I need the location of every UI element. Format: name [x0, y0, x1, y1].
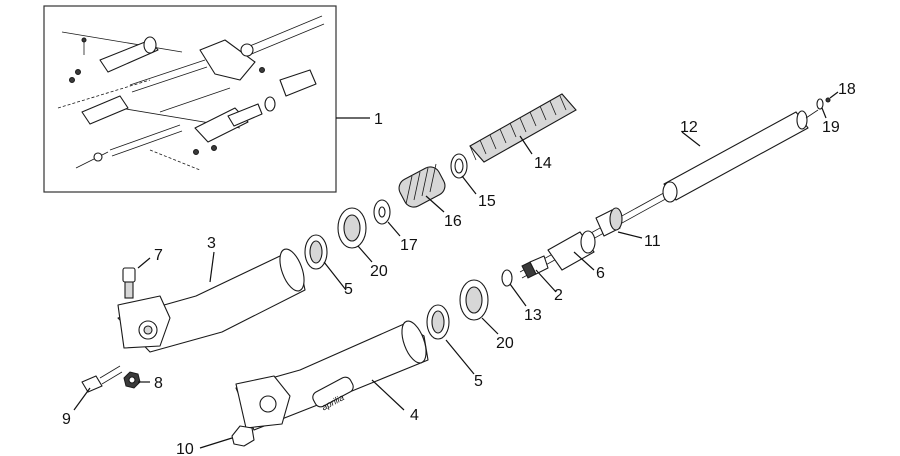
callout-4: 4 — [410, 407, 419, 424]
seal-20-upper — [337, 207, 367, 249]
seal-5-upper — [304, 234, 328, 270]
washer-13 — [501, 269, 513, 287]
washer-17 — [373, 199, 391, 225]
callout-labels: 1 2 3 4 5 5 6 7 8 9 10 11 12 13 14 15 16… — [62, 81, 856, 456]
callout-9: 9 — [62, 411, 71, 428]
inset-assembly — [43, 5, 337, 193]
part-11-piston — [595, 207, 623, 237]
callout-14: 14 — [534, 155, 552, 172]
seal-20-lower — [459, 279, 489, 321]
cap-nut-10 — [231, 425, 255, 447]
ring-15 — [450, 153, 468, 179]
callout-18: 18 — [838, 81, 856, 98]
callout-19: 19 — [822, 119, 840, 136]
fork-leg-3 — [117, 248, 306, 353]
callout-12: 12 — [680, 119, 698, 136]
inset-slider-bottom — [81, 95, 129, 125]
inset-slider-right — [279, 69, 317, 97]
nut-8 — [123, 371, 141, 389]
callout-6: 6 — [596, 265, 605, 282]
callout-15: 15 — [478, 193, 496, 210]
inset-crown — [199, 39, 256, 81]
callout-8: 8 — [154, 375, 163, 392]
part-18-19-clip — [816, 97, 831, 110]
spring-16 — [398, 163, 446, 208]
part-2-nut — [521, 255, 549, 279]
callout-3: 3 — [207, 235, 216, 252]
callout-5-lower: 5 — [474, 373, 483, 390]
leader-lines — [73, 91, 839, 449]
fork-leg-4: aprilia — [235, 320, 429, 431]
part-12-cartridge — [662, 109, 819, 203]
part-6-cylinder — [547, 230, 596, 271]
callout-16: 16 — [444, 213, 462, 230]
callout-17: 17 — [400, 237, 418, 254]
callout-5-upper: 5 — [344, 281, 353, 298]
callout-20-upper: 20 — [370, 263, 388, 280]
bolt-7 — [122, 267, 136, 299]
callout-1: 1 — [374, 111, 383, 128]
callout-11: 11 — [644, 233, 661, 250]
callout-13: 13 — [524, 307, 542, 324]
callout-10: 10 — [176, 441, 194, 456]
inset-slider-top — [99, 39, 159, 73]
callout-20-lower: 20 — [496, 335, 514, 352]
spring-14 — [469, 93, 577, 163]
seal-5-lower — [426, 304, 450, 340]
callout-7: 7 — [154, 247, 163, 264]
bolt-9 — [81, 365, 123, 393]
callout-2: 2 — [554, 287, 563, 304]
